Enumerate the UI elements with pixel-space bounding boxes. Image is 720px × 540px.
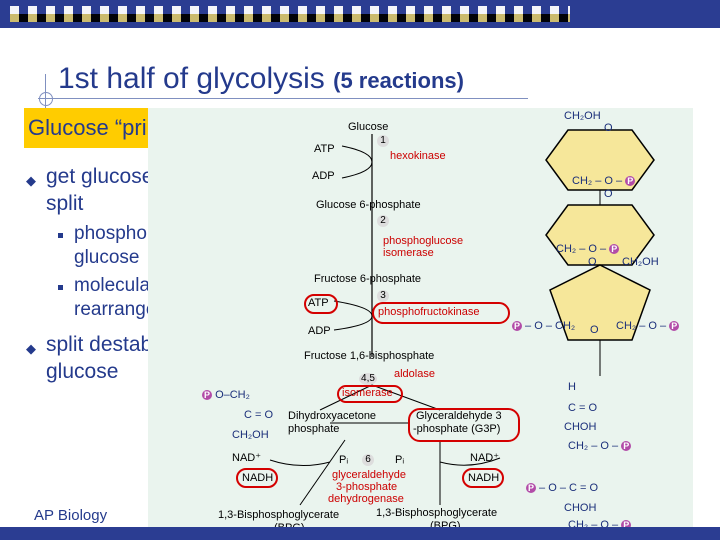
header-bar xyxy=(0,0,720,28)
dhap-label-line2: phosphate xyxy=(288,423,340,435)
bpg-left-group: P – O – C = O xyxy=(526,482,599,494)
title-crosshair-icon xyxy=(39,92,53,106)
g6p-ch2-group: CH₂ – O – P xyxy=(572,175,636,187)
adp-label-2: ADP xyxy=(308,325,331,337)
nad-right-label: NAD⁺ xyxy=(470,452,500,464)
sub-bullet-square-icon xyxy=(58,233,63,238)
phosphate-icon: P xyxy=(669,321,680,332)
step-1-marker: 1 xyxy=(377,135,389,147)
g3p-highlight xyxy=(408,408,520,442)
atp-label-1: ATP xyxy=(314,143,335,155)
glucose-label: Glucose xyxy=(348,121,389,133)
f6p-ch2-group: CH₂ – O – P xyxy=(556,243,620,255)
nad-left-label: NAD⁺ xyxy=(232,452,262,464)
f16bp-label: Fructose 1,6-bisphosphate xyxy=(304,350,435,362)
isomerase-highlight xyxy=(337,385,403,403)
f16bp-left-group: P – O – CH₂ xyxy=(512,320,576,332)
gapdh-line3: dehydrogenase xyxy=(328,493,404,505)
g6p-label: Glucose 6-phosphate xyxy=(316,199,421,211)
g3p-choh: CHOH xyxy=(564,421,597,433)
pi-left-label: Pᵢ xyxy=(339,454,349,466)
ch2-text: CH₂ xyxy=(616,320,637,332)
dhap-bottom-structure: CH₂OH xyxy=(232,429,269,441)
c-eq-o-text: C = O xyxy=(569,482,599,494)
phosphate-icon: P xyxy=(621,520,632,531)
dhap-mid-structure: C = O xyxy=(244,409,274,421)
f6p-ch2oh: CH₂OH xyxy=(622,256,659,268)
ch2-text: CH₂ xyxy=(572,175,593,187)
bpg-right-label: 1,3-Bisphosphoglycerate xyxy=(376,507,498,519)
pgi-label: phosphoglucose isomerase xyxy=(383,235,464,259)
bullet-diamond-icon: ◆ xyxy=(26,341,36,356)
gapdh-line2: 3-phosphate xyxy=(336,481,398,493)
phosphate-icon: P xyxy=(609,244,620,255)
dhap-top-structure: P O–CH₂ xyxy=(202,389,250,401)
ch2-text: CH₂ xyxy=(556,243,577,255)
f6p-ring-oxygen: O xyxy=(588,256,597,268)
title-sub: (5 reactions) xyxy=(333,68,464,93)
footer-label: AP Biology xyxy=(34,507,108,524)
glucose-ch2oh: CH₂OH xyxy=(564,110,601,122)
phosphate-icon: P xyxy=(526,483,536,494)
g3p-label-line2: -phosphate (G3P) xyxy=(413,423,501,435)
gapdh-line1: glyceraldehyde xyxy=(332,469,406,481)
bpg-choh: CHOH xyxy=(564,502,597,514)
pfk-highlight xyxy=(372,302,510,324)
ch2-text: CH₂ xyxy=(555,320,576,332)
phosphate-icon: P xyxy=(625,176,636,187)
pfk-label: phosphofructokinase xyxy=(378,306,480,318)
title-main: 1st half of glycolysis xyxy=(58,62,325,95)
title-underline xyxy=(38,98,528,99)
pi-right-label: Pᵢ xyxy=(395,454,405,466)
step-3-marker: 3 xyxy=(377,290,389,302)
phosphate-icon: P xyxy=(202,390,212,401)
g6p-ring-oxygen: O xyxy=(604,188,613,200)
phosphate-icon: P xyxy=(512,321,522,332)
o-text: O xyxy=(588,243,597,255)
aldolase-label: aldolase xyxy=(394,368,435,380)
o-text: O xyxy=(534,320,543,332)
g3p-c-eq-o: C = O xyxy=(568,402,598,414)
o-text: O xyxy=(604,175,613,187)
glucose-ring-oxygen: O xyxy=(604,122,613,134)
f16bp-right-group: CH₂ – O – P xyxy=(616,320,680,332)
slide-title: 1st half of glycolysis (5 reactions) xyxy=(58,62,464,96)
dhap-label-line1: Dihydroxyacetone xyxy=(288,410,377,422)
bullet-diamond-icon: ◆ xyxy=(26,173,36,188)
o-text: O xyxy=(600,440,609,452)
step-2-marker: 2 xyxy=(377,215,389,227)
o-text: O xyxy=(600,519,609,531)
nadh-right-highlight xyxy=(462,468,504,488)
ch2-text: CH₂ xyxy=(568,440,589,452)
atp-label-2: ATP xyxy=(308,297,329,309)
nadh-left-label: NADH xyxy=(242,472,274,484)
adp-label-1: ADP xyxy=(312,170,335,182)
dhap-top-text: O–CH₂ xyxy=(215,389,250,401)
f6p-label: Fructose 6-phosphate xyxy=(314,273,422,285)
atp-highlight xyxy=(304,294,338,314)
o-text: O xyxy=(548,482,557,494)
g3p-ch2-group: CH₂ – O – P xyxy=(568,440,632,452)
nadh-left-highlight xyxy=(236,468,278,488)
hexokinase-label: hexokinase xyxy=(390,150,446,162)
step-45-marker: 4,5 xyxy=(359,373,377,385)
step-6-marker: 6 xyxy=(362,454,374,466)
o-text: O xyxy=(648,320,657,332)
checkered-pattern xyxy=(10,6,570,22)
bpg-left-label: 1,3-Bisphosphoglycerate xyxy=(218,509,340,521)
sub-bullet-square-icon xyxy=(58,285,63,290)
g3p-h: H xyxy=(568,381,576,393)
nadh-right-label: NADH xyxy=(468,472,500,484)
g3p-label-line1: Glyceraldehyde 3 xyxy=(416,410,502,422)
footer-bar xyxy=(0,527,720,540)
f16bp-ring-oxygen: O xyxy=(590,324,599,336)
phosphate-icon: P xyxy=(621,441,632,452)
isomerase-label: isomerase xyxy=(342,387,393,399)
